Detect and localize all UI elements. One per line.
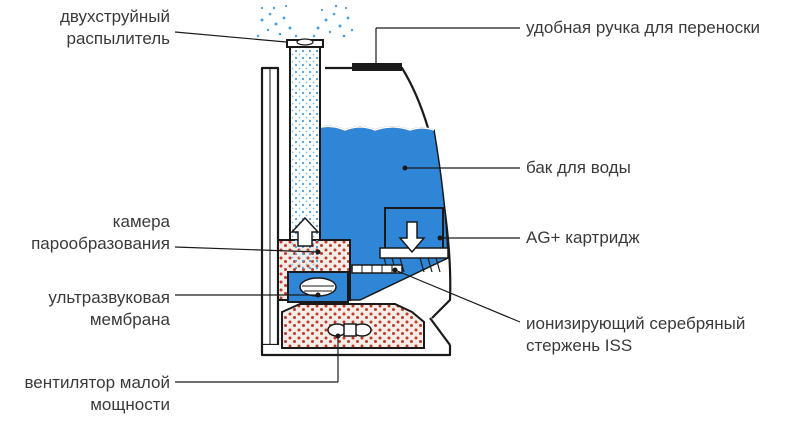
label-tank: бак для воды [526,158,631,177]
label-cartridge: AG+ картридж [526,228,640,247]
label-fan-line1: вентилятор малой [24,373,170,392]
fan-blades [327,323,372,337]
label-fan-line2: мощности [90,395,170,414]
label-rod-line1: ионизирующий серебряный [526,314,746,333]
label-chamber-line2: парообразования [31,234,170,253]
leader-dots [315,165,443,339]
spray-droplets [256,4,354,38]
label-sprayer-line2: распылитель [66,29,170,48]
label-chamber: камера парообразования [0,211,170,255]
label-handle: удобная ручка для переноски [526,18,761,37]
arrow-up-icon [290,216,320,247]
label-sprayer-line1: двухструйный [59,7,170,26]
label-chamber-line1: камера [112,212,170,231]
handle [352,63,402,71]
label-sprayer: двухструйный распылитель [0,6,170,50]
label-rod: ионизирующий серебряный стержень ISS [526,313,745,357]
label-membrane-line2: мембрана [89,310,170,329]
water-surface [317,125,435,131]
silver-rod [351,264,403,274]
label-rod-line2: стержень ISS [526,336,633,355]
label-fan: вентилятор малой мощности [0,372,170,416]
arrow-down-icon [398,221,426,254]
label-membrane-line1: ультразвуковая [48,288,170,307]
leader-lines [174,27,521,383]
label-membrane: ультразвуковая мембрана [0,287,170,331]
